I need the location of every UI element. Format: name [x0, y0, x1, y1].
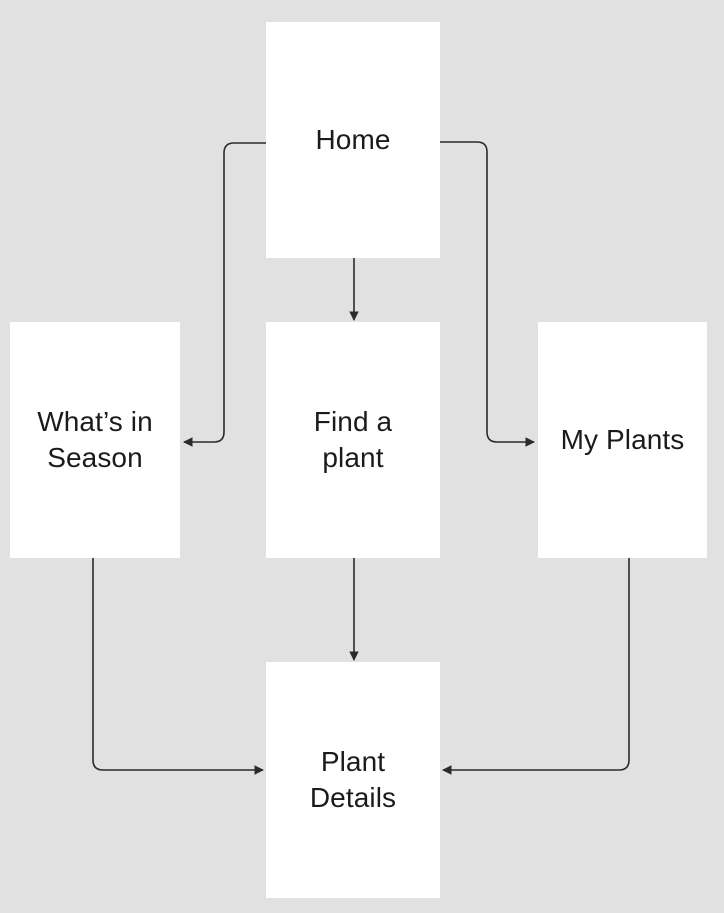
node-home-label: Home: [315, 124, 391, 155]
node-my-plants[interactable]: My Plants: [538, 322, 707, 558]
edge-whats-in-season-to-plant-details: [92, 558, 264, 775]
edge-my-plants-to-plant-details: [442, 558, 630, 775]
node-find-a-plant[interactable]: Find a plant: [266, 322, 440, 558]
node-home[interactable]: Home: [266, 22, 440, 258]
node-whats-in-season-label: What’s in Season: [37, 406, 153, 473]
edge-home-to-whats-in-season: [183, 142, 266, 447]
node-whats-in-season[interactable]: What’s in Season: [10, 322, 180, 558]
node-plant-details-label: Plant Details: [309, 746, 397, 813]
edge-home-to-my-plants: [440, 141, 535, 447]
node-my-plants-label: My Plants: [560, 424, 685, 455]
node-find-a-plant-label: Find a plant: [313, 406, 393, 473]
node-plant-details[interactable]: Plant Details: [266, 662, 440, 898]
